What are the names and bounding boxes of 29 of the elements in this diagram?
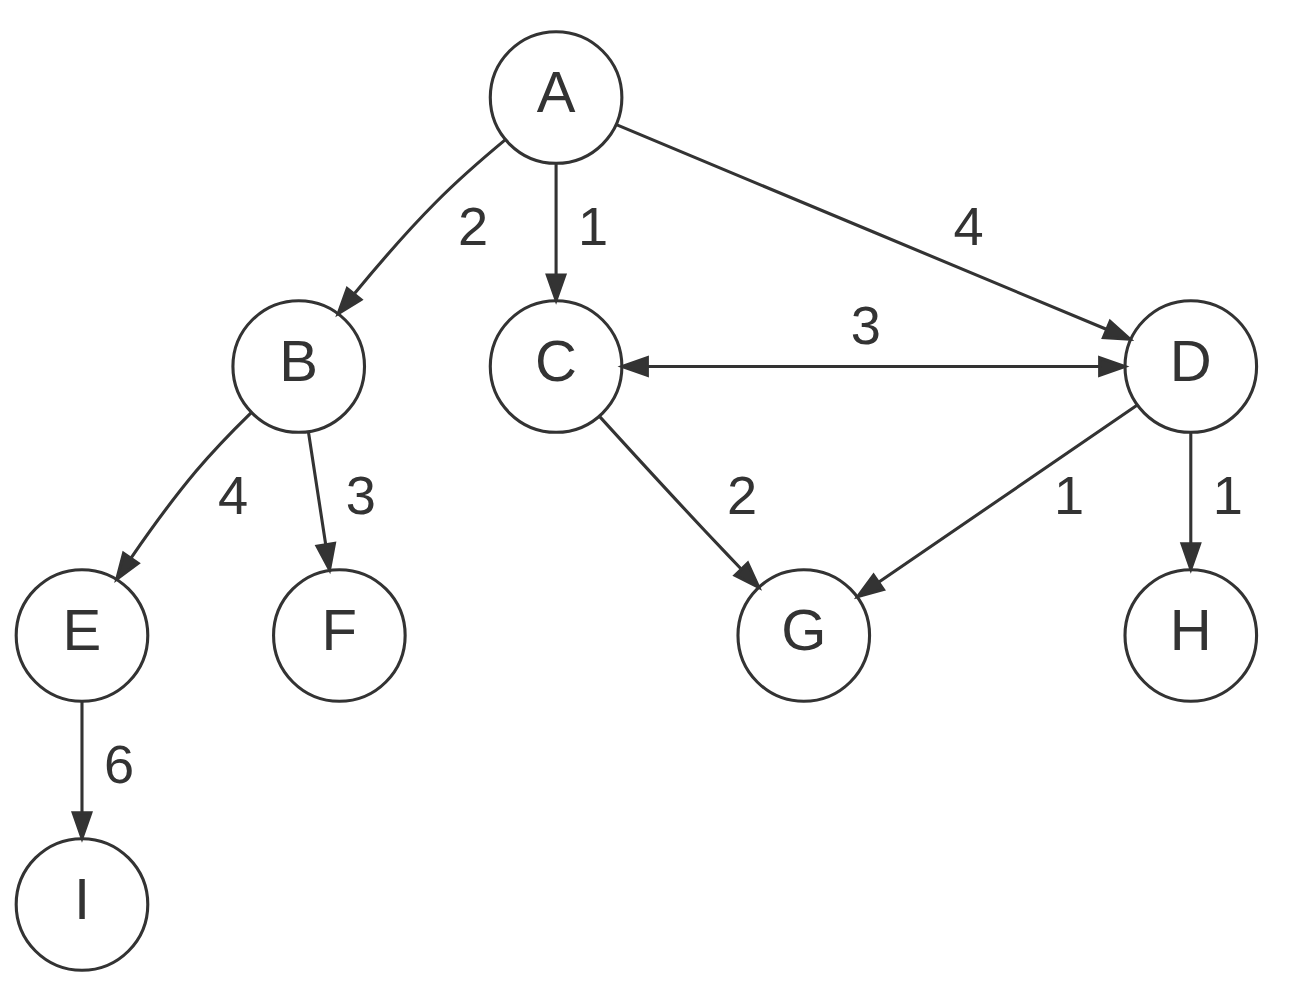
arrow [615, 123, 1135, 341]
arrow [306, 431, 337, 575]
node-circle: B [231, 299, 367, 434]
node-circle: A [488, 30, 624, 165]
node-circle: H [1123, 568, 1259, 703]
edge-label: 3 [345, 465, 376, 526]
arrow [853, 404, 1138, 600]
node-circle: G [736, 568, 872, 703]
arrow [114, 411, 253, 583]
node-circle: C [488, 299, 624, 434]
arrow [598, 415, 763, 591]
edge-label: 1 [1054, 465, 1085, 526]
edge-label: 1 [1212, 465, 1243, 526]
arrow [1179, 432, 1202, 574]
edge-label: 1 [578, 196, 609, 257]
edge-label: 4 [218, 465, 249, 526]
arrow [71, 701, 93, 843]
edge-label: 2 [458, 196, 489, 257]
node-circle: E [14, 568, 150, 703]
node-circle: F [272, 568, 407, 703]
edge-label: 6 [103, 734, 135, 795]
edge-label: 4 [953, 196, 984, 257]
arrow [335, 138, 507, 318]
arrow [545, 163, 568, 305]
edge-label: 3 [850, 295, 881, 356]
edge-label: 2 [727, 465, 758, 526]
node-circle: I [14, 837, 150, 972]
node-circle: D [1123, 299, 1259, 434]
arrow [617, 355, 1130, 378]
